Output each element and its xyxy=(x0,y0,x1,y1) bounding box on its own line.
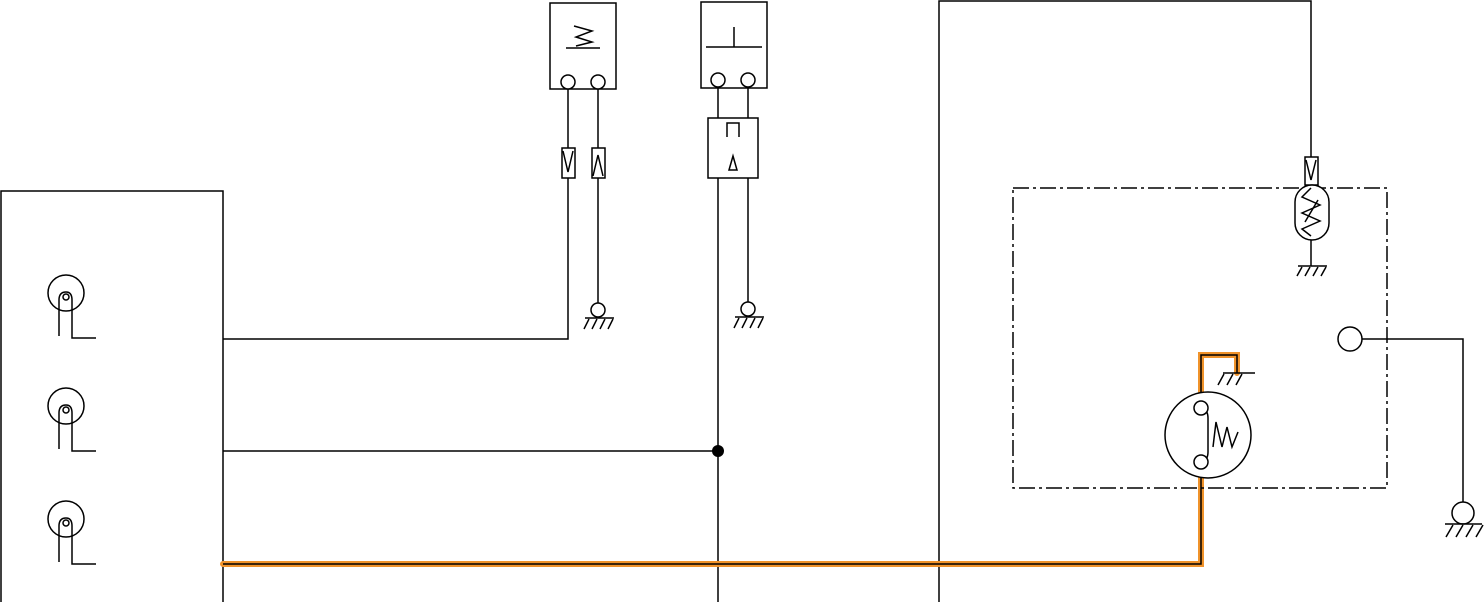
highlighted-wire-core xyxy=(223,477,1202,565)
wire xyxy=(1362,338,1464,502)
highlighted-wire-core xyxy=(1200,354,1238,393)
pressure-switch-box xyxy=(549,2,617,90)
terminal xyxy=(590,74,606,90)
terminal xyxy=(560,74,576,90)
lamp-icon xyxy=(47,387,96,452)
thermistor-icon xyxy=(1294,184,1330,241)
lamp-icon xyxy=(47,274,96,339)
ground-icon xyxy=(1217,372,1255,386)
assembly-enclosure xyxy=(1012,187,1388,489)
control-unit xyxy=(0,190,224,602)
connector-icon xyxy=(707,117,759,179)
pressure-switch-icon xyxy=(566,25,600,49)
switch-icon xyxy=(706,27,762,48)
motor-icon xyxy=(1164,391,1252,479)
ground-icon xyxy=(583,302,614,330)
switch-sensor xyxy=(700,1,768,329)
wire xyxy=(938,0,1312,602)
wires xyxy=(223,0,1312,602)
ground-icon xyxy=(1445,501,1484,538)
control-unit-box xyxy=(0,190,224,602)
wire xyxy=(223,178,569,340)
lamp-icon xyxy=(47,500,96,565)
junction-dot xyxy=(712,445,724,457)
motor-assembly xyxy=(1012,156,1484,538)
connector-icon xyxy=(1337,326,1363,352)
terminal xyxy=(710,72,726,88)
highlighted-wire-glow xyxy=(1198,352,1240,396)
pressure-switch xyxy=(549,2,617,330)
highlighted-wire xyxy=(220,352,1240,567)
terminal xyxy=(740,72,756,88)
ground-icon xyxy=(1296,265,1327,277)
highlighted-wire-glow xyxy=(220,474,1204,567)
ground-icon xyxy=(733,301,764,329)
